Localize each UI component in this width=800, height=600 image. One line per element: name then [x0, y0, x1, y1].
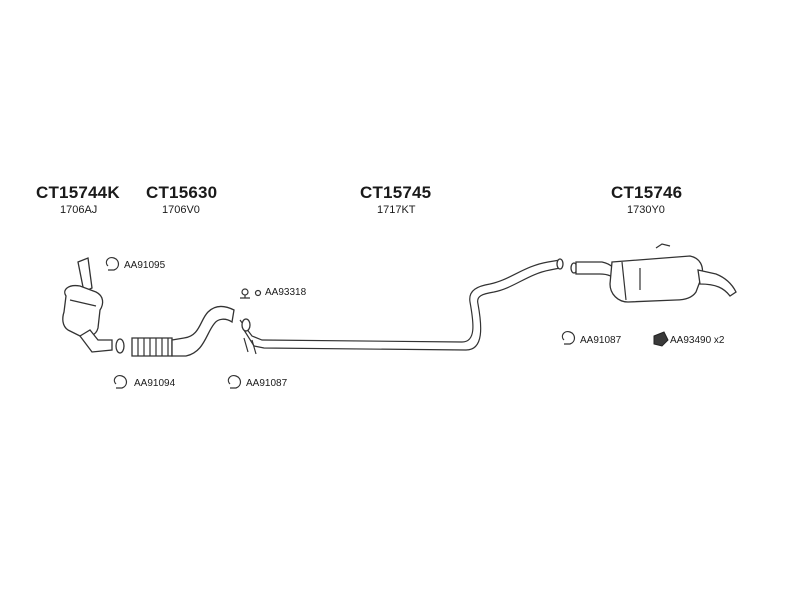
middle-pipe	[239, 258, 564, 355]
rubber-mount-icon	[653, 331, 669, 347]
clamp-icon-aa91087-front	[227, 375, 242, 389]
accessory-label: AA91094	[134, 378, 176, 389]
catalytic-converter	[62, 257, 113, 353]
front-flex-pipe	[115, 305, 235, 357]
accessory-label: AA93318	[265, 287, 307, 298]
part-code-label: CT15744K	[36, 183, 120, 202]
part-ref-label: 1717KT	[377, 204, 416, 216]
accessory-label: AA93490 x2	[670, 335, 725, 346]
clamp-icon-aa91094	[113, 375, 128, 389]
accessory-label: AA91095	[124, 260, 166, 271]
clamp-icon-aa91095	[105, 257, 120, 271]
part-ref-label: 1706AJ	[60, 204, 98, 216]
part-code-label: CT15746	[611, 183, 683, 202]
rear-silencer	[570, 243, 737, 303]
part-code-label: CT15630	[146, 183, 218, 202]
part-ref-label: 1730Y0	[627, 204, 665, 216]
clamp-icon-aa91087-rear	[561, 331, 576, 345]
part-code-label: CT15745	[360, 183, 432, 202]
part-ref-label: 1706V0	[162, 204, 200, 216]
clamp-icon-aa93318	[240, 288, 262, 299]
accessory-label: AA91087	[246, 378, 288, 389]
accessory-label: AA91087	[580, 335, 622, 346]
